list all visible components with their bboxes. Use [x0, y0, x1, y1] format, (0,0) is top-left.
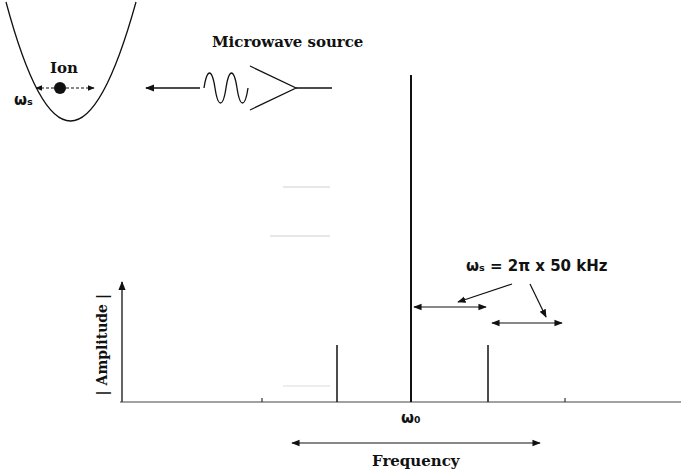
sideband-spacing: ωₛ = 2π x 50 kHz — [466, 258, 608, 275]
feed-line — [296, 87, 332, 88]
leader-arrow — [530, 284, 546, 317]
faint-line — [270, 236, 330, 237]
spacing-arrow — [414, 306, 486, 307]
minor-sideband — [262, 398, 263, 402]
motion-arrow — [36, 88, 94, 89]
leader-arrow — [458, 284, 512, 302]
trap-potential — [6, 2, 136, 121]
horn-antenna — [250, 66, 296, 110]
axis-label: | Amplitude | — [95, 294, 110, 395]
ion-dot — [54, 82, 66, 94]
microwave-wave — [204, 73, 248, 103]
amplitude-axis — [121, 282, 122, 402]
sideband-line — [336, 345, 338, 402]
carrier-frequency: ω₀ — [401, 410, 421, 427]
frequency-axis — [120, 402, 681, 403]
faint-line — [283, 386, 330, 387]
motion-frequency: ωₛ — [14, 92, 33, 109]
carrier-line — [410, 75, 412, 402]
ion-label: Ion — [50, 60, 78, 77]
minor-sideband — [565, 398, 566, 402]
beam-arrow — [146, 87, 200, 88]
faint-line — [283, 187, 330, 188]
sideband-line — [487, 345, 489, 402]
spacing-arrow — [492, 322, 562, 323]
axis-label: Frequency — [372, 453, 460, 470]
source-label: Microwave source — [212, 34, 363, 51]
frequency-arrow — [292, 442, 540, 443]
